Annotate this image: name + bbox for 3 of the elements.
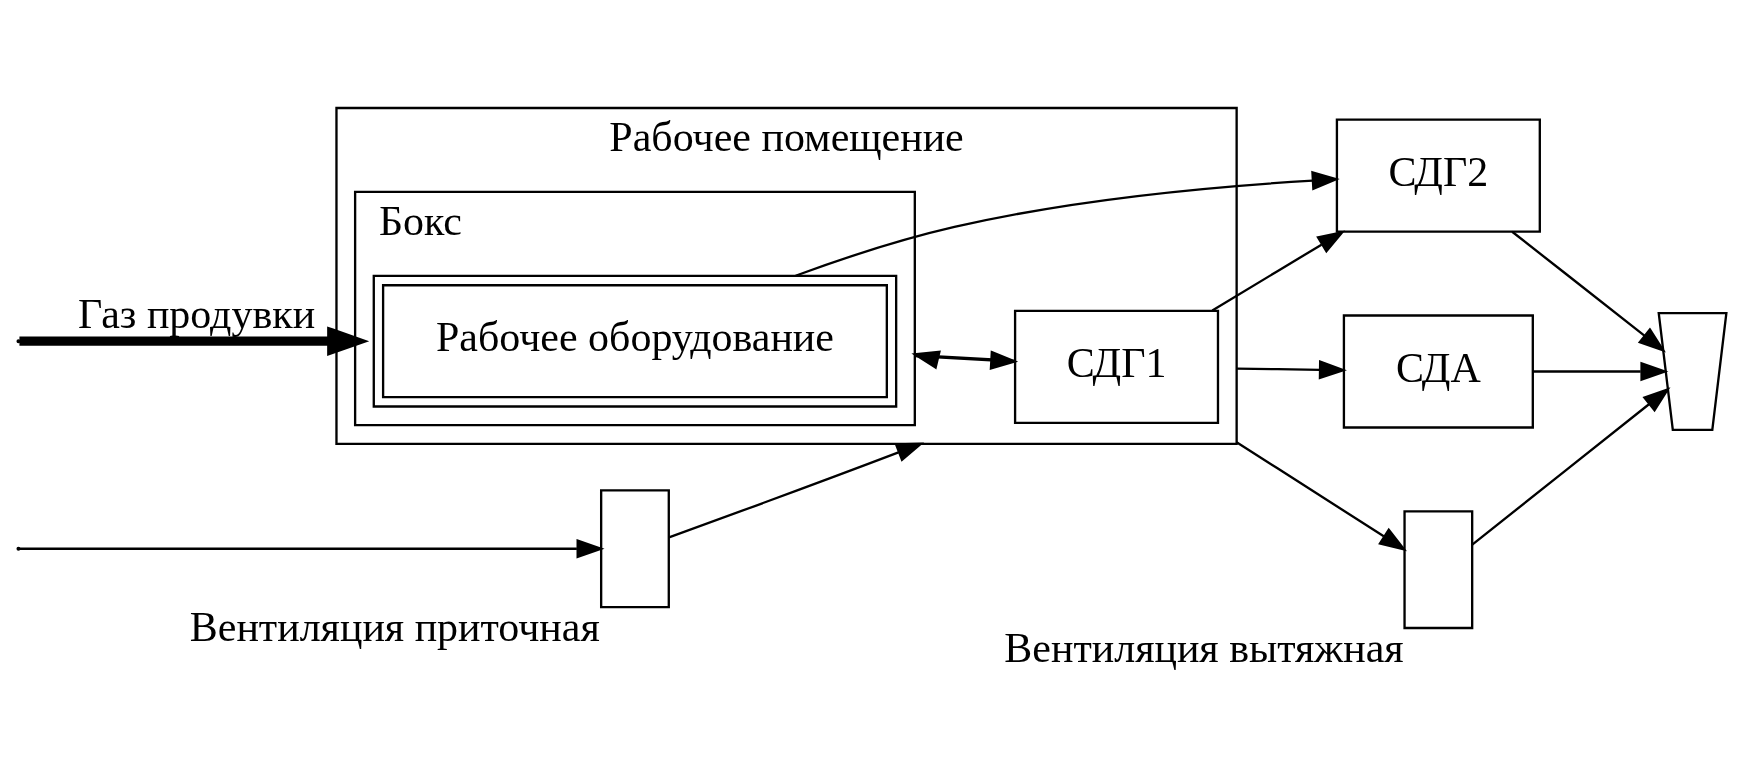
node-label: Вентиляция приточная [189, 603, 600, 650]
node-label: Вентиляция вытяжная [1004, 624, 1404, 671]
edge-label: Газ продувки [77, 291, 316, 338]
